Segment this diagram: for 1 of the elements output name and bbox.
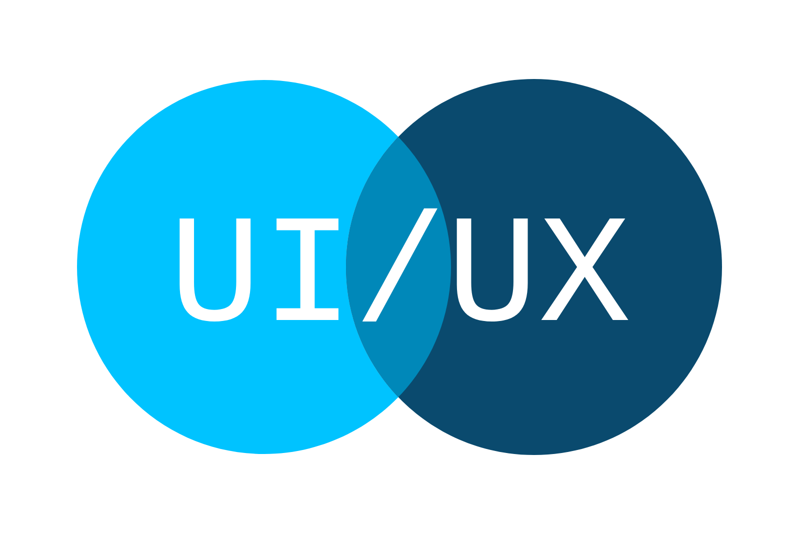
title-text: UI/UX (180, 208, 628, 322)
